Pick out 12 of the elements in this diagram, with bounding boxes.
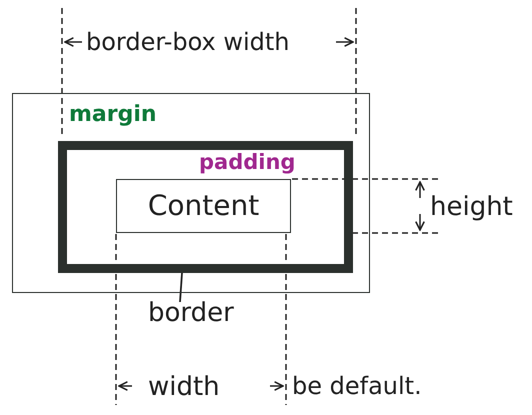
- border-label: border: [148, 300, 234, 326]
- dimension-label: width: [148, 374, 220, 400]
- content-box: [116, 179, 291, 233]
- margin-label: margin: [69, 104, 157, 126]
- note: be default.: [292, 374, 422, 398]
- margin-box: [12, 93, 370, 293]
- border-box: [58, 141, 353, 273]
- leader-line: [179, 272, 183, 302]
- dimension-label: border-box width: [86, 30, 290, 54]
- dimension-label: height: [430, 194, 513, 220]
- content-label: Content: [148, 192, 260, 220]
- padding-label: padding: [199, 152, 296, 173]
